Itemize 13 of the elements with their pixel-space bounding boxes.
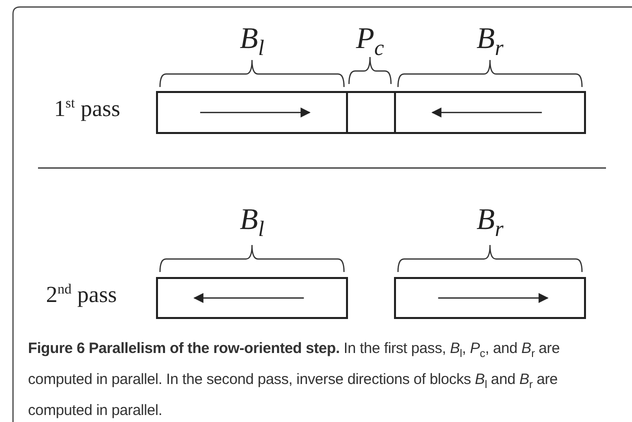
block-label: B$_{l}$ [238, 24, 266, 59]
block-box [346, 91, 396, 134]
pass-label: 1$^{st}$ pass [54, 97, 120, 120]
block-label: B$_{l}$ [238, 205, 266, 240]
pass-label: 2$^{nd}$ pass [46, 283, 117, 306]
block-label: B$_{r}$ [476, 24, 504, 59]
block-box [394, 277, 586, 319]
figure-caption: Figure 6 Parallelism of the row-oriented step. In the first pass, B$_{l}$, P$_{c}$, and B$_{r}$ are computed in parallel. In the second pass, inverse directions of blocks B$_{l}$ and B$_{r}$ are computed in parallel. [28, 339, 561, 421]
block-box [394, 91, 586, 134]
block-box [156, 91, 348, 134]
block-label: B$_{r}$ [476, 205, 504, 240]
block-label: P$_{c}$ [354, 24, 386, 59]
block-box [156, 277, 348, 319]
